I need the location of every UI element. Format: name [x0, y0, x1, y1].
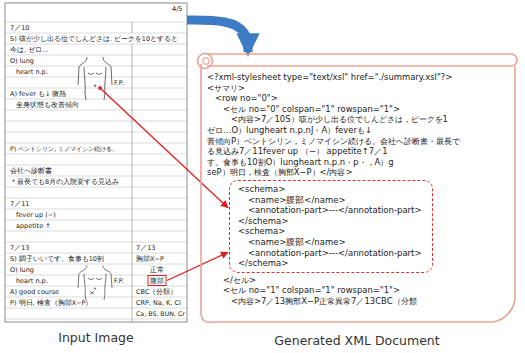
xml-line: <セル no="0" colspan="1" rowspan="1">: [207, 104, 511, 115]
xml-line: </schema>: [238, 216, 422, 227]
xml-line: <サマリ>: [207, 83, 511, 94]
ruled-line: [5, 187, 187, 188]
record-text: 今は, ゼロ…: [10, 46, 49, 54]
xml-line: <annotation-part>---</annotation-part>: [238, 248, 422, 259]
ruled-line: [5, 44, 187, 45]
record-text: F.P.: [114, 277, 124, 285]
ruled-line: [5, 319, 187, 320]
ruled-line: [5, 231, 187, 232]
xml-line: <row no="0">: [207, 93, 511, 104]
record-text: 正常: [150, 266, 164, 274]
ruled-line: [5, 154, 187, 155]
record-text: Ca, BS, BUN, Cr: [136, 310, 185, 318]
xml-line: <schema>: [238, 226, 422, 237]
body-chart: [78, 266, 112, 300]
record-text: 全身状態も改善傾向: [16, 101, 79, 109]
body-chart: [78, 57, 112, 100]
schema-box: <schema><name>腹部</name><annotation-part>…: [229, 180, 433, 273]
page-scan: [5, 3, 187, 322]
record-text: A) fever も↓ 微熱: [10, 90, 66, 98]
record-text: 7／13: [10, 244, 29, 252]
xml-line: 善傾向P）ペントシリン，ミノマイシン続ける。会社へ診断書・最長で: [207, 136, 511, 147]
pointer-arrow: [167, 252, 228, 280]
ruled-line: [5, 308, 187, 309]
xml-line: seP）明日，検査（胸部X−P）</内容>: [207, 167, 511, 178]
record-text: A) good course: [10, 288, 59, 296]
record-text: CBC（分類）: [136, 288, 177, 296]
input-image: Input Image4/57／10S) 咳が少し出る位でしんどさは. ピークを…: [5, 3, 187, 322]
xml-document: Generated XML Document<?xml-stylesheet t…: [193, 50, 521, 330]
ruled-lines: [5, 22, 187, 322]
ruled-line: [5, 198, 187, 199]
xml-line: <セル no="1" colspan="1" rowspan="1">: [207, 285, 511, 296]
ruled-line: [5, 88, 187, 89]
xml-line: る見込み7／11fever up （−） appetite↑7／1: [207, 146, 511, 157]
page-number: 4/5: [172, 5, 182, 13]
record-text: P) 明日, 検査（胸部X−P）: [10, 299, 92, 307]
xml-line: <内容>7／13胸部X−P正常異常7／13CBC（分類: [207, 296, 511, 307]
ruled-line: [5, 66, 187, 67]
xml-line: <?xml-stylesheet type="text/xsl" href=".…: [207, 72, 511, 83]
ruled-line: [5, 297, 187, 298]
xml-line: す。食事も10割O）lungheart n.p.n・p・，A）g: [207, 157, 511, 168]
record-text: O) lung: [10, 266, 34, 274]
column-divider: [132, 44, 133, 322]
flow-arrow: [187, 20, 248, 52]
record-text: 腹部: [150, 277, 164, 285]
ruled-line: [5, 253, 187, 254]
record-text: 7／13: [136, 244, 155, 252]
record-text: S) 調子いいです。食事も10割: [10, 255, 104, 263]
record-text: heart n.p.: [16, 277, 48, 285]
ruled-line: [5, 264, 187, 265]
highlight-box: [148, 276, 166, 286]
xml-line: <annotation-part>---</annotation-part>: [238, 205, 422, 216]
record-text: P) ペントシリン, ミノマイシン続ける。: [10, 145, 118, 153]
xml-body: <?xml-stylesheet type="text/xsl" href=".…: [207, 72, 511, 306]
ruled-line: [5, 77, 187, 78]
record-text: fever up (−): [16, 211, 56, 219]
caption: Generated XML Document: [274, 333, 439, 348]
record-text: ＊最長でも8月の入院要する見込み: [10, 178, 119, 186]
ruled-line: [5, 121, 187, 122]
ruled-line: [5, 165, 187, 166]
record-text: 7／10: [10, 24, 29, 32]
ruled-line: [5, 55, 187, 56]
xml-line: <name>腹部</name>: [238, 195, 422, 206]
record-text: 会社へ診断書: [10, 167, 52, 175]
xml-line: </セル>: [207, 275, 511, 286]
xml-line: ゼロ…O）lungheart n.p.nJ・A）feverも↓: [207, 125, 511, 136]
caption: Input Image: [58, 330, 134, 345]
record-text: S) 咳が少し出る位でしんどさは. ピークを10とすると: [10, 35, 178, 43]
record-text: CRP, Na, K, Cl: [136, 299, 181, 307]
xml-line: <内容>7／10S）咳が少し出る位でしんどさは，ピークを1: [207, 114, 511, 125]
ruled-line: [5, 209, 187, 210]
ruled-line: [5, 110, 187, 111]
xml-line: <name>腹部</name>: [238, 237, 422, 248]
ruled-line: [5, 242, 187, 243]
record-text: appetite ↑: [16, 222, 51, 230]
record-text: O) lung: [10, 57, 34, 65]
record-text: 7／11: [10, 200, 29, 208]
xml-line: <schema>: [238, 184, 422, 195]
ruled-line: [5, 33, 187, 34]
ruled-line: [5, 176, 187, 177]
column-divider: [132, 22, 133, 33]
ruled-line: [5, 22, 187, 23]
ruled-line: [5, 99, 187, 100]
record-text: 胸部X−P: [136, 255, 164, 263]
record-text: heart n.p.: [16, 68, 48, 76]
record-text: F.P.: [114, 79, 124, 87]
xml-line: </schema>: [238, 258, 422, 269]
ruled-line: [5, 220, 187, 221]
ruled-line: [5, 132, 187, 133]
